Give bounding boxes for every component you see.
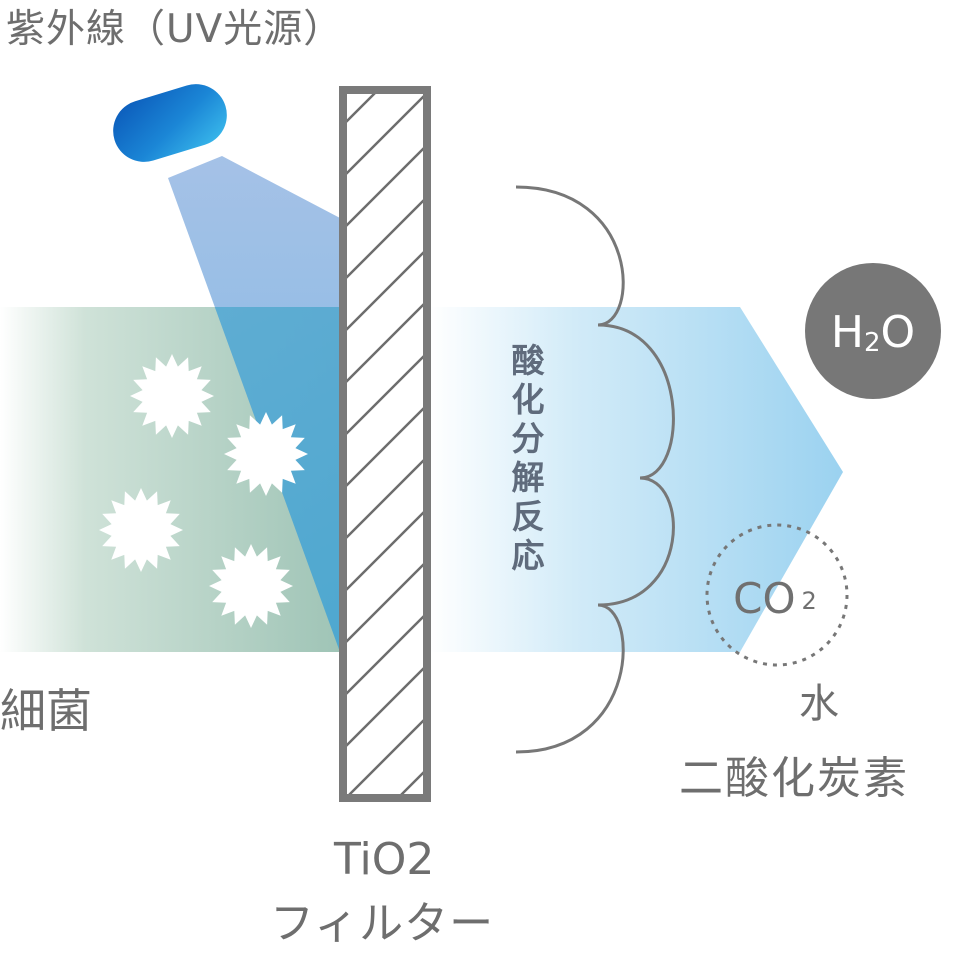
reaction-char: 分 — [511, 418, 545, 458]
uv-source-label: 紫外線（UV光源） — [6, 7, 344, 52]
reaction-char: 反 — [511, 496, 545, 536]
reaction-bracket — [515, 185, 675, 754]
purified-flow-arrow — [430, 307, 843, 652]
h2o-label: H2O — [831, 307, 915, 358]
uv-lamp — [113, 84, 227, 162]
bacteria-label: 細菌 — [0, 684, 92, 738]
h2o-molecule — [805, 263, 941, 399]
filter-label: フィルター — [270, 898, 495, 949]
water-label: 水 — [799, 681, 839, 727]
bacteria-particles — [99, 354, 308, 628]
bacteria-particle — [130, 354, 214, 438]
tio2-label: TiO2 — [334, 834, 435, 885]
bacteria-particle — [99, 488, 183, 572]
carbon-dioxide-label: 二酸化炭素 — [679, 753, 909, 804]
reaction-label: 酸 化 分 解 反 応 — [508, 341, 548, 576]
reaction-char: 解 — [511, 457, 545, 497]
reaction-char: 酸 — [511, 341, 545, 380]
tio2-filter — [339, 86, 431, 802]
bacteria-particle — [209, 544, 293, 628]
reaction-char: 応 — [511, 535, 545, 575]
uv-beam-overlap — [214, 307, 340, 652]
bacteria-particle — [224, 412, 308, 496]
co2-molecule — [705, 523, 849, 667]
reaction-char: 化 — [511, 379, 545, 419]
